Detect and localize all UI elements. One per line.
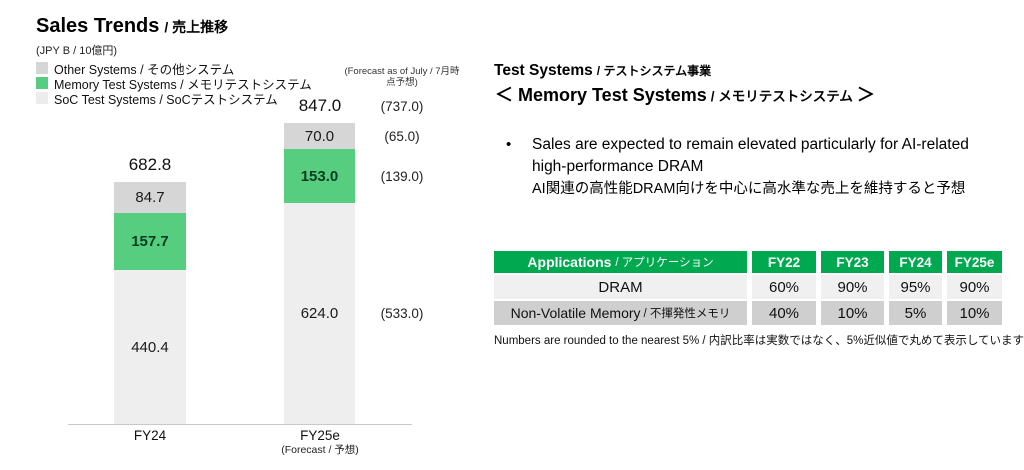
table-header-fy22: FY22 [752,251,816,273]
bullet-item: • Sales are expected to remain elevated … [506,134,1006,199]
subsection-title-close-bracket: ＞ [856,85,875,105]
section-title: Test Systems/ テストシステム事業 [494,62,711,80]
cell-dram-label: DRAM [494,275,747,299]
fy25e-forecast-soc-label: (533.0) [380,306,424,321]
unit-label: (JPY B / 10億円) [36,45,118,57]
legend-item-soc: SoC Test Systems / SoCテストシステム [36,91,312,107]
fy24-other-value: 84.7 [135,189,165,206]
fy25e-other-segment: 70.0 [284,123,355,149]
legend-label-memory: Memory Test Systems / メモリテストシステム [54,77,312,92]
fy25e-other-value: 70.0 [304,127,335,145]
subsection-title-jp: / メモリテストシステム [710,89,853,104]
cell-dram-fy23: 90% [821,275,884,299]
cell-dram-fy24: 95% [889,275,942,299]
fy24-total-label: 682.8 [128,155,172,174]
table-header-fy23: FY23 [821,251,884,273]
fy25e-forecast-other-label: (65.0) [384,129,420,144]
fy25e-forecast-total-label: (737.0) [380,99,424,114]
fy25e-soc-value: 624.0 [300,305,339,322]
cell-nvm-fy25e: 10% [947,301,1002,325]
bar-fy25e: 70.0 153.0 624.0 [284,123,355,424]
other-systems-swatch-icon [36,62,48,74]
axis-label-fy25e: FY25e [300,428,340,443]
bullet-marker-icon: • [506,136,512,153]
cell-nvm-label: Non-Volatile Memory / 不揮発性メモリ [494,301,747,325]
cell-nvm-fy23: 10% [821,301,884,325]
cell-dram-fy22: 60% [752,275,816,299]
table-header-fy25e: FY25e [947,251,1002,273]
soc-test-systems-swatch-icon [36,92,48,104]
cell-nvm-label-en: Non-Volatile Memory [510,305,641,321]
legend-label-other: Other Systems / その他システム [54,62,235,77]
legend-item-memory: Memory Test Systems / メモリテストシステム [36,76,312,92]
x-axis-line [68,424,412,425]
fy25e-memory-value: 153.0 [300,167,339,185]
subsection-title-en: ＜ Memory Test Systems [495,85,707,105]
bullet-texts: Sales are expected to remain elevated pa… [532,134,1004,199]
bullet-text-en: Sales are expected to remain elevated pa… [532,136,969,175]
sales-trends-title: Sales Trends/ 売上推移 [36,15,228,38]
cell-nvm-fy22: 40% [752,301,816,325]
fy25e-forecast-memory-label: (139.0) [380,169,424,184]
fy24-soc-value: 440.4 [131,338,169,356]
axis-label-fy24: FY24 [133,428,167,443]
fy24-soc-segment: 440.4 [114,270,186,424]
table-header-applications-jp: / アプリケーション [615,257,714,269]
forecast-as-of-july-note: (Forecast as of July / 7月時点予想) [344,66,460,89]
fy24-memory-segment: 157.7 [114,213,186,270]
sales-trends-title-jp: / 売上推移 [164,19,229,35]
section-title-jp: / テストシステム事業 [596,64,712,78]
bullet-text-jp: AI関連の高性能DRAM向けを中心に高水準な売上を維持すると予想 [532,181,966,197]
fy25e-memory-segment: 153.0 [284,149,355,203]
applications-table: Applications / アプリケーション FY22 FY23 FY24 F… [494,251,1002,325]
section-title-en: Test Systems [494,62,593,79]
fy25e-total-label: 847.0 [298,96,342,115]
cell-dram-fy25e: 90% [947,275,1002,299]
cell-nvm-label-jp: / 不揮発性メモリ [643,308,731,320]
fy25e-soc-segment: 624.0 [284,203,355,424]
axis-sublabel-fy25e: (Forecast / 予想) [281,444,359,456]
legend-label-soc: SoC Test Systems / SoCテストシステム [54,92,278,107]
fy24-other-segment: 84.7 [114,182,186,213]
sales-trends-title-en: Sales Trends [36,15,160,37]
bar-fy24: 84.7 157.7 440.4 [114,182,186,424]
memory-test-systems-swatch-icon [36,77,48,89]
chart-legend: Other Systems / その他システム Memory Test Syst… [36,61,312,107]
cell-nvm-fy24: 5% [889,301,942,325]
fy24-memory-value: 157.7 [131,233,169,250]
legend-item-other: Other Systems / その他システム [36,61,312,77]
subsection-title: ＜ Memory Test Systems/ メモリテストシステム＞ [495,81,875,107]
table-header-fy24: FY24 [889,251,942,273]
table-header-applications-en: Applications [527,254,612,270]
table-header-applications: Applications / アプリケーション [494,251,747,273]
table-footnote: Numbers are rounded to the nearest 5% / … [494,335,1024,347]
